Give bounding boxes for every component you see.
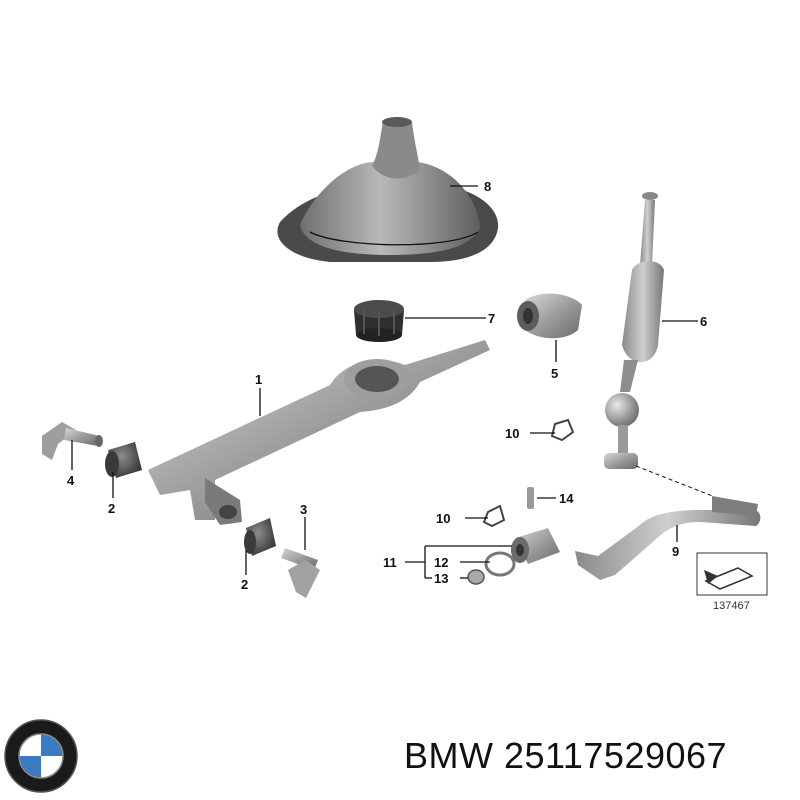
callout-10a: 10 bbox=[505, 426, 519, 441]
callout-10b: 10 bbox=[436, 511, 450, 526]
callout-3: 3 bbox=[300, 502, 307, 517]
reference-box bbox=[696, 552, 768, 596]
clip-part-10a bbox=[550, 418, 575, 442]
callout-13: 13 bbox=[434, 571, 448, 586]
bushing-part-7 bbox=[354, 300, 404, 342]
callout-14: 14 bbox=[559, 491, 574, 506]
callout-5: 5 bbox=[551, 366, 558, 381]
pin-part-3 bbox=[281, 548, 320, 598]
callout-9: 9 bbox=[672, 544, 679, 559]
bushing-part-2b bbox=[244, 518, 276, 556]
bushing-part-2a bbox=[105, 442, 142, 478]
leader-lines bbox=[71, 185, 698, 579]
bmw-logo bbox=[4, 719, 78, 793]
lever-rod-part bbox=[575, 496, 761, 580]
shift-boot-part bbox=[277, 117, 499, 262]
callout-1: 1 bbox=[255, 372, 262, 387]
joint-parts bbox=[467, 528, 560, 585]
bushing-part-5 bbox=[517, 293, 582, 339]
diagram-ref-number: 137467 bbox=[713, 600, 750, 612]
callout-7: 7 bbox=[488, 311, 495, 326]
callout-2a: 2 bbox=[108, 501, 115, 516]
clip-part-10b bbox=[482, 504, 506, 528]
callout-8: 8 bbox=[484, 179, 491, 194]
roll-pin-part bbox=[527, 487, 534, 509]
callout-4: 4 bbox=[67, 473, 75, 488]
pin-part-4 bbox=[42, 422, 103, 460]
shift-lever-part bbox=[604, 192, 664, 469]
part-number-label: BMW 25117529067 bbox=[404, 735, 728, 776]
callout-2b: 2 bbox=[241, 577, 248, 592]
callout-6: 6 bbox=[700, 314, 707, 329]
callout-11: 11 bbox=[383, 555, 397, 570]
main-bracket-part bbox=[148, 340, 490, 525]
callout-12: 12 bbox=[434, 555, 448, 570]
